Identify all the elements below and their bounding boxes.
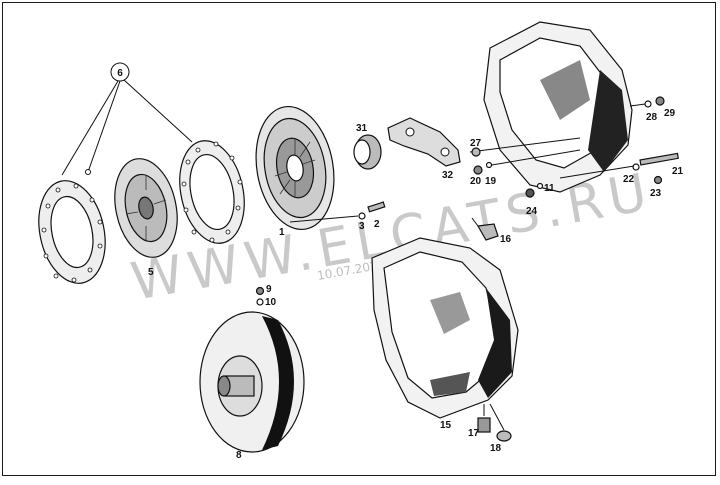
clutch-disc	[114, 158, 178, 258]
bolt-2	[367, 201, 386, 213]
callout-31: 31	[356, 123, 368, 134]
callout-21: 21	[672, 166, 684, 177]
callout-17: 17	[468, 428, 480, 439]
plug-17	[477, 417, 491, 433]
callout-19: 19	[485, 176, 497, 187]
torque-converter	[199, 311, 305, 453]
callout-27: 27	[470, 138, 482, 149]
washer-10	[256, 298, 264, 306]
bolt-27	[471, 147, 481, 157]
callout-labels: 1 2 3 5 8 9 10 11 15 16 17 18 19 20 21 2…	[148, 108, 684, 461]
release-bearing	[353, 134, 382, 170]
callout-9: 9	[266, 284, 272, 295]
nut-20	[473, 165, 483, 175]
friction-ring-right	[179, 140, 245, 244]
callout-32: 32	[442, 170, 454, 181]
callout-28: 28	[646, 112, 658, 123]
callout-11: 11	[544, 183, 555, 194]
callout-15: 15	[440, 420, 452, 431]
nut-29	[655, 96, 665, 106]
callout-22: 22	[623, 174, 635, 185]
diagram-frame	[2, 2, 716, 476]
sensor-16	[477, 223, 499, 241]
callout-5: 5	[148, 267, 154, 278]
bell-housing-lower	[371, 237, 519, 419]
callout-20: 20	[470, 176, 482, 187]
washer-11	[536, 182, 544, 190]
cap-18	[496, 430, 512, 442]
callout-2: 2	[374, 219, 380, 230]
plug-23	[653, 175, 663, 185]
bell-housing-upper	[483, 21, 633, 193]
callout-3: 3	[359, 221, 365, 232]
callout-8: 8	[236, 450, 242, 461]
callout-1: 1	[279, 227, 285, 238]
plug-9	[255, 286, 265, 296]
friction-ring-left	[38, 180, 106, 284]
nut-24	[525, 188, 535, 198]
washer-3	[358, 212, 366, 220]
callout-18: 18	[490, 443, 502, 454]
bolt-21	[639, 152, 679, 166]
callout-16: 16	[500, 234, 512, 245]
callout-10: 10	[265, 297, 277, 308]
washer-19	[485, 161, 493, 169]
callout-23: 23	[650, 188, 662, 199]
callout-24: 24	[526, 206, 538, 217]
callout-29: 29	[664, 108, 676, 119]
callout-6: 6	[117, 68, 123, 79]
pressure-plate	[255, 105, 335, 231]
release-fork	[387, 117, 461, 167]
washer-22	[632, 163, 640, 171]
